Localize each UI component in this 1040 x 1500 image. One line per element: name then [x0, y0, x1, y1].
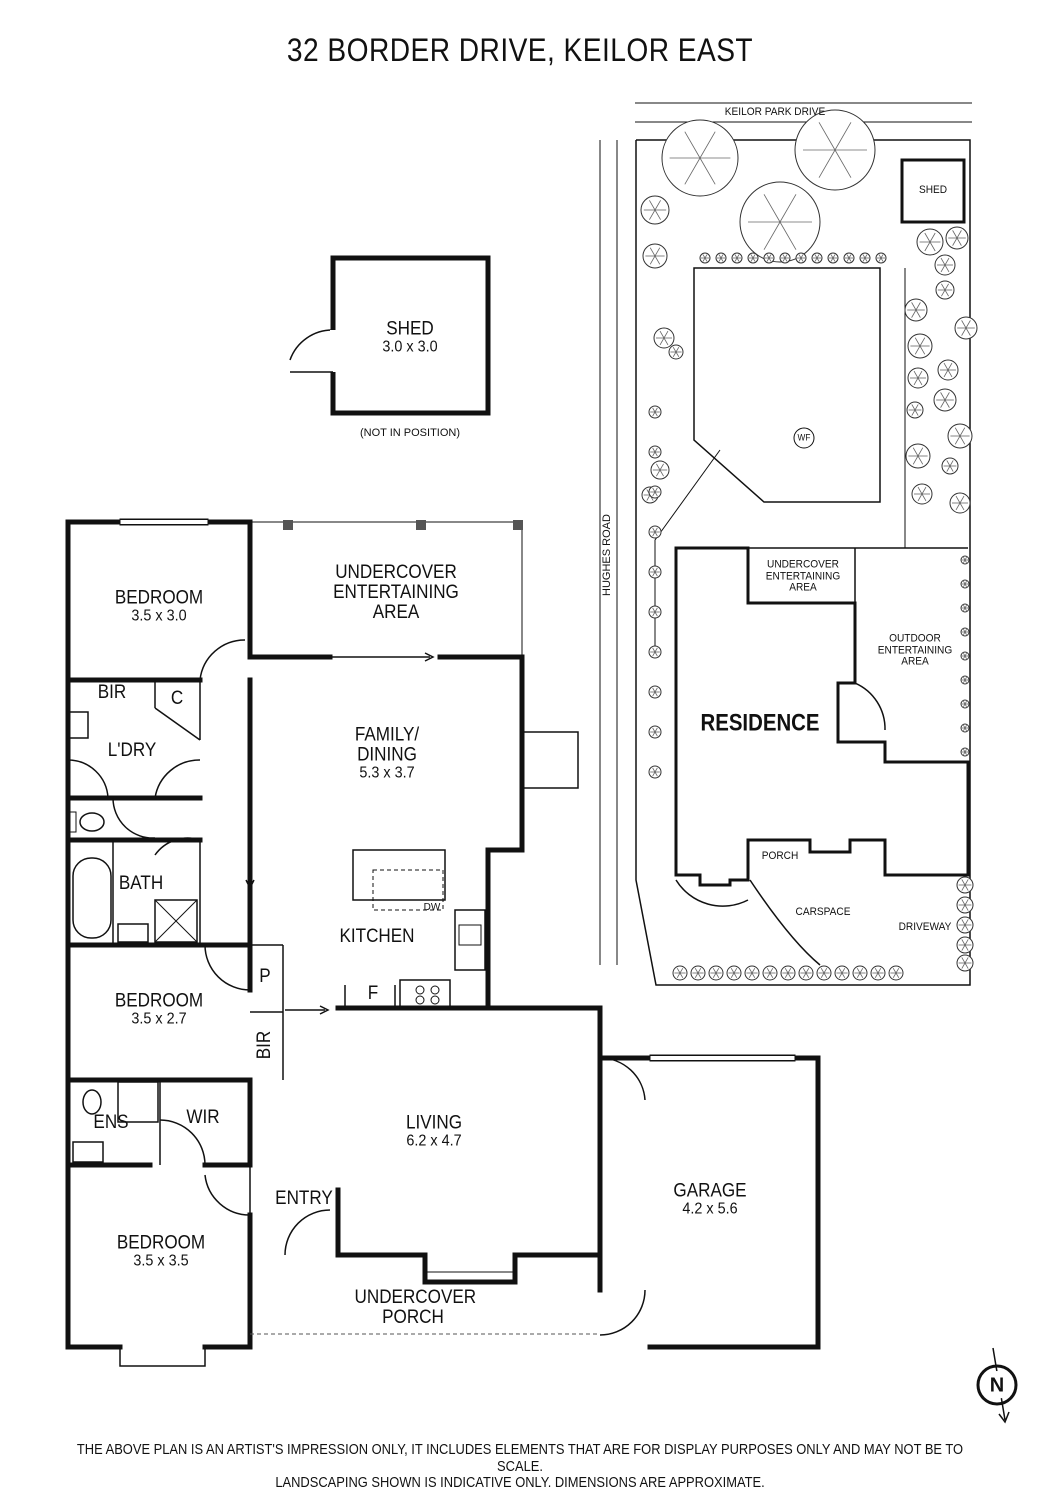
shed-outline [289, 255, 491, 416]
plan-title: 32 BORDER DRIVE, KEILOR EAST [286, 32, 754, 68]
landscaping [640, 109, 978, 981]
disclaimer: THE ABOVE PLAN IS AN ARTIST'S IMPRESSION… [73, 1441, 967, 1492]
undercover-porch-label: UNDERCOVER PORCH [354, 1287, 477, 1328]
undercover-entertaining-label: UNDERCOVER ENTERTAINING AREA [333, 562, 459, 623]
disclaimer-line-2: LANDSCAPING SHOWN IS INDICATIVE ONLY. DI… [275, 1474, 765, 1491]
hughes-road-label: HUGHES ROAD [601, 514, 614, 596]
dishwasher-label: DW [423, 901, 441, 913]
bath-label: BATH [118, 873, 164, 895]
bir2-label: BIR [254, 1030, 276, 1060]
driveway-label: DRIVEWAY [898, 921, 952, 934]
fridge-label: F [367, 983, 379, 1005]
keilor-park-drive-label: KEILOR PARK DRIVE [724, 106, 826, 119]
shed-note: (NOT IN POSITION) [359, 427, 461, 440]
kitchen-label: KITCHEN [339, 926, 415, 948]
disclaimer-line-1: THE ABOVE PLAN IS AN ARTIST'S IMPRESSION… [76, 1441, 964, 1475]
site-outdoor-entertaining-label: OUTDOOR ENTERTAINING AREA [877, 632, 953, 668]
pantry-label: P [259, 966, 271, 988]
site-porch-label: PORCH [761, 850, 799, 863]
wir-label: WIR [186, 1107, 220, 1129]
bir1-label: BIR [97, 682, 127, 704]
site-shed-label: SHED [918, 184, 948, 197]
ens-label: ENS [93, 1112, 129, 1134]
wf-label: WF [797, 432, 811, 443]
c-label: C [170, 688, 184, 710]
residence-label: RESIDENCE [700, 709, 820, 737]
north-compass-icon [976, 1347, 1018, 1424]
entry-label: ENTRY [275, 1188, 333, 1210]
compass-letter: N [989, 1374, 1005, 1397]
house-walls [65, 518, 821, 1367]
site-undercover-entertaining-label: UNDERCOVER ENTERTAINING AREA [765, 558, 841, 594]
carspace-label: CARSPACE [795, 906, 851, 919]
laundry-label: L'DRY [107, 740, 157, 762]
site-plan [599, 102, 972, 986]
